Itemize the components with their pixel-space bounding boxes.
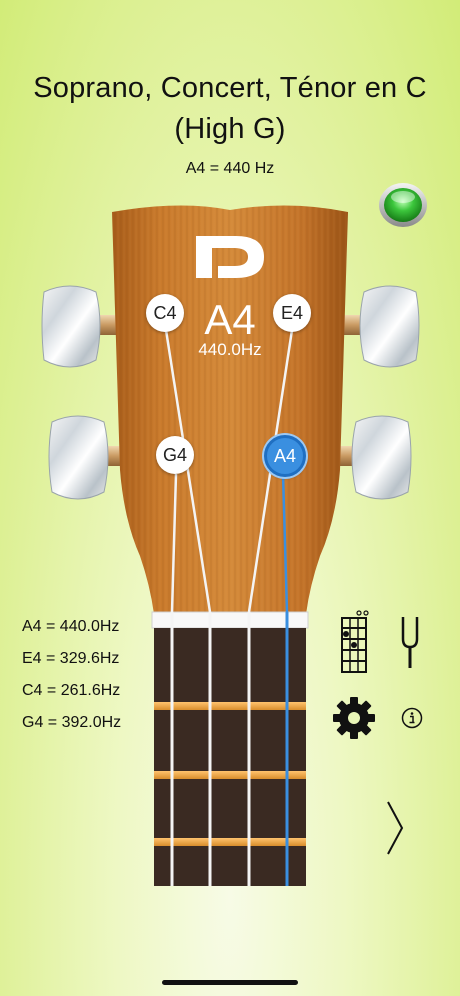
info-icon xyxy=(401,707,423,729)
string-frequency-list: A4 = 440.0Hz E4 = 329.6Hz C4 = 261.6Hz G… xyxy=(22,618,121,746)
gear-icon xyxy=(333,697,375,739)
frequency-a4: A4 = 440.0Hz xyxy=(22,618,120,635)
nut xyxy=(151,611,309,629)
chord-chart-icon xyxy=(341,610,369,673)
fretboard xyxy=(154,628,306,886)
reference-pitch[interactable]: A4 = 440 Hz xyxy=(185,160,275,177)
frequency-e4: E4 = 329.6Hz xyxy=(22,650,120,667)
title-line-1: Soprano, Concert, Ténor en C xyxy=(33,72,427,104)
frequency-g4: G4 = 392.0Hz xyxy=(22,714,122,731)
detected-note: A4 xyxy=(204,296,256,343)
chevron-right-icon xyxy=(387,801,404,855)
detected-frequency: 440.0Hz xyxy=(198,340,262,359)
next-button[interactable] xyxy=(380,796,410,860)
fret-2 xyxy=(154,771,306,779)
tuner-key-top-right[interactable] xyxy=(359,285,420,368)
string-button-a4[interactable]: A4 xyxy=(264,435,306,477)
frequency-c4: C4 = 261.6Hz xyxy=(22,682,121,699)
fret-3 xyxy=(154,838,306,846)
tuning-fork-icon xyxy=(401,617,419,668)
settings-button[interactable] xyxy=(330,694,378,742)
in-tune-indicator-icon xyxy=(379,183,427,227)
tuner-key-top-left[interactable] xyxy=(41,285,101,368)
string-button-g4[interactable]: G4 xyxy=(156,436,194,474)
title-line-2: (High G) xyxy=(174,113,286,145)
tuner-key-bottom-right[interactable] xyxy=(351,415,412,500)
tuning-fork-button[interactable] xyxy=(394,614,426,670)
string-button-e4[interactable]: E4 xyxy=(273,294,311,332)
string-button-c4[interactable]: C4 xyxy=(146,294,184,332)
info-button[interactable] xyxy=(398,704,426,732)
fret-1 xyxy=(154,702,306,710)
brand-logo xyxy=(196,236,264,278)
chord-chart-button[interactable] xyxy=(336,606,372,676)
home-indicator[interactable] xyxy=(162,980,298,985)
title: Soprano, Concert, Ténor en C (High G) xyxy=(0,68,460,150)
tuner-key-bottom-left[interactable] xyxy=(48,415,109,500)
